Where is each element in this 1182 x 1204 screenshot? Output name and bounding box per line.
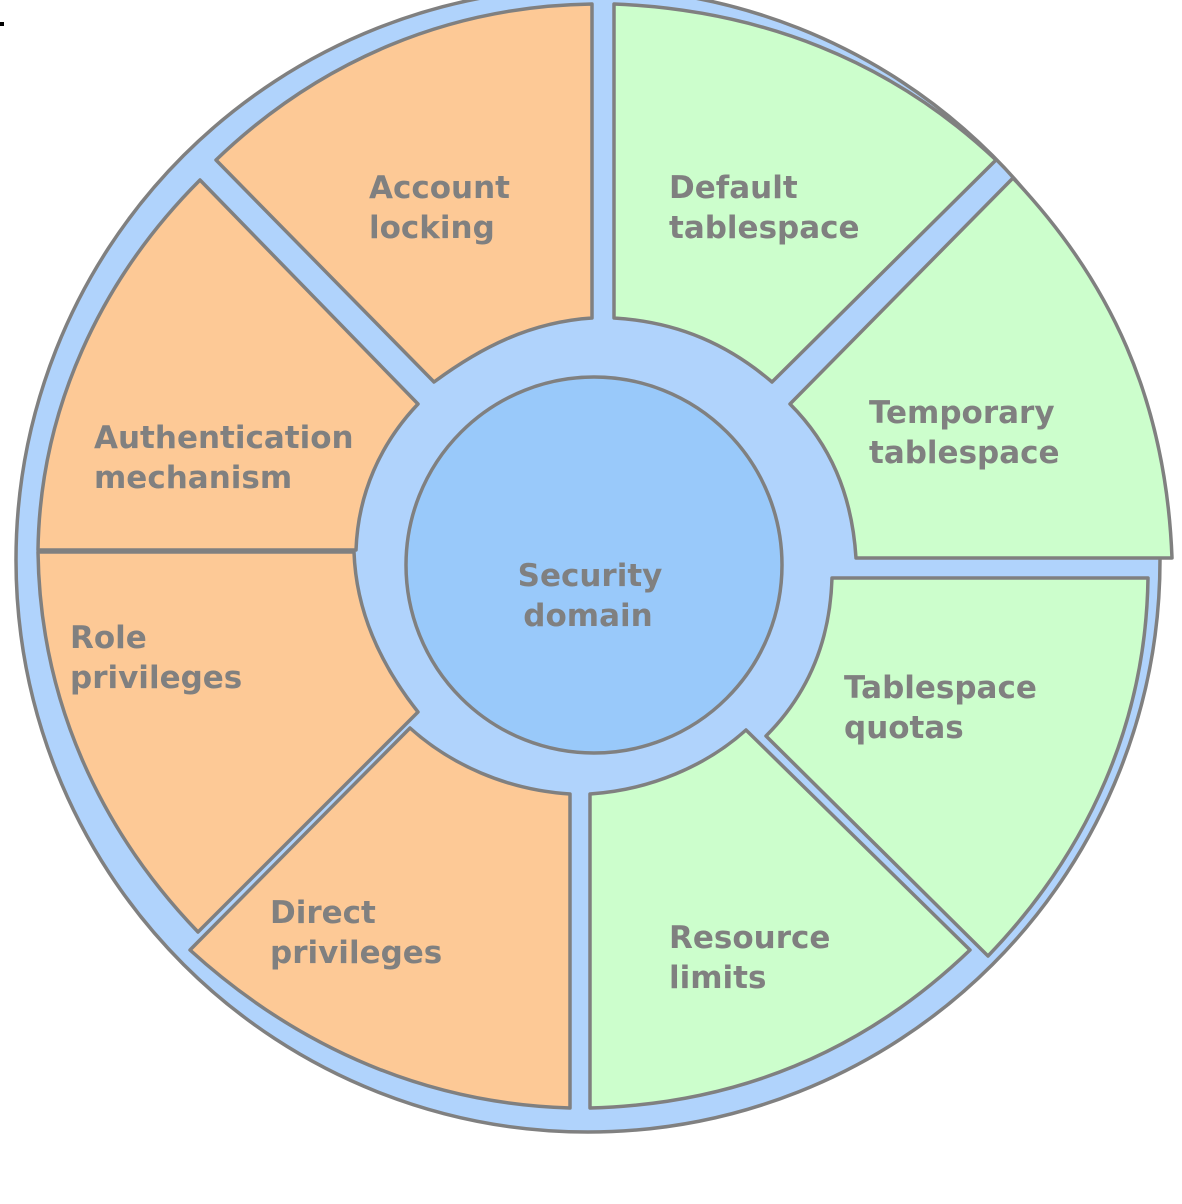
segment-temporary-tablespace: Temporary tablespace: [788, 176, 1174, 560]
segment-label-line2: tablespace: [869, 435, 1060, 471]
segment-tablespace-quotas: Tablespace quotas: [764, 576, 1150, 958]
segment-direct-privileges: Direct privileges: [188, 726, 572, 1110]
segment-label-line1: Default: [669, 170, 798, 206]
segment-label-line1: Temporary: [869, 395, 1055, 431]
segment-resource-limits: Resource limits: [588, 728, 972, 1110]
center-label-line1: Security: [518, 558, 663, 594]
segment-label-line2: tablespace: [669, 210, 860, 246]
center-hub: [404, 375, 784, 755]
segment-default-tablespace: Default tablespace: [612, 2, 998, 384]
segment-label-line2: mechanism: [94, 460, 292, 496]
segment-role-privileges: Role privileges: [36, 550, 420, 934]
segment-label-line2: locking: [369, 210, 495, 246]
segment-label-line2: limits: [669, 960, 766, 996]
segment-label-line2: quotas: [844, 710, 964, 746]
corner-mark: [0, 22, 4, 26]
segment-label-line1: Authentication: [94, 420, 354, 456]
segment-account-locking: Account locking: [214, 2, 594, 384]
center-label-line2: domain: [523, 598, 652, 634]
segment-label-line1: Direct: [270, 895, 376, 931]
segment-label-line1: Account: [369, 170, 510, 206]
segment-label-line1: Role: [70, 620, 147, 656]
segment-label-line2: privileges: [270, 935, 442, 971]
segment-label-line1: Resource: [669, 920, 830, 956]
segment-label-line1: Tablespace: [844, 670, 1037, 706]
segment-authentication-mechanism: Authentication mechanism: [36, 178, 420, 552]
segment-label-line2: privileges: [70, 660, 242, 696]
